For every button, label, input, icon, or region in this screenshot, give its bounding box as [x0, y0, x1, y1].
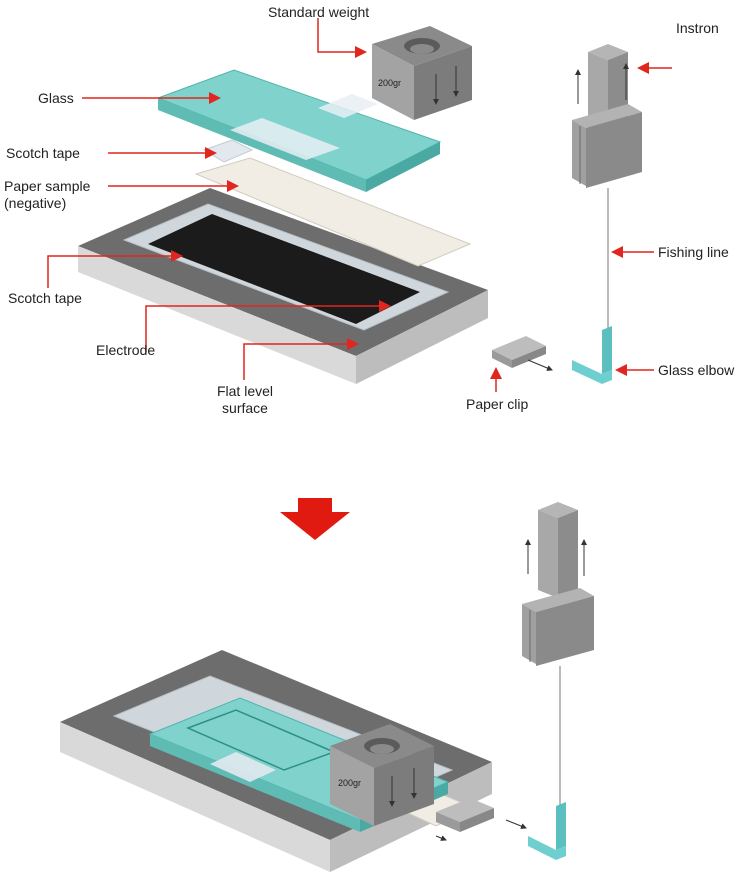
label-paper-sample-line1: Paper sample [4, 178, 91, 194]
label-instron: Instron [676, 20, 719, 36]
glass-elbow-top [572, 326, 612, 384]
label-flat-level-line1: Flat level [216, 383, 274, 399]
weight-label-bottom: 200gr [338, 778, 361, 788]
label-paper-sample-line2: (negative) [4, 195, 67, 211]
label-glass-elbow: Glass elbow [658, 362, 735, 378]
leader-lines [47, 18, 672, 392]
label-standard-weight: Standard weight [268, 4, 370, 20]
standard-weight-top: 200gr [372, 26, 472, 120]
label-electrode: Electrode [96, 342, 156, 358]
bottom-assembly: 200gr [60, 502, 594, 872]
top-assembly: 200gr [78, 26, 642, 384]
paper-sample [194, 157, 472, 267]
label-flat-level-line2: surface [222, 400, 268, 416]
transition-arrow-down [280, 498, 350, 540]
glass-slide [156, 69, 442, 192]
label-glass: Glass [38, 90, 74, 106]
instron-top [572, 44, 642, 330]
label-paper-clip: Paper clip [466, 396, 529, 412]
paper-clip-top [492, 336, 553, 371]
weight-label-top: 200gr [378, 78, 401, 88]
label-scotch-tape-bottom: Scotch tape [8, 290, 82, 306]
electrode [148, 214, 420, 324]
label-fishing-line: Fishing line [658, 244, 729, 260]
label-scotch-tape-top: Scotch tape [6, 145, 80, 161]
